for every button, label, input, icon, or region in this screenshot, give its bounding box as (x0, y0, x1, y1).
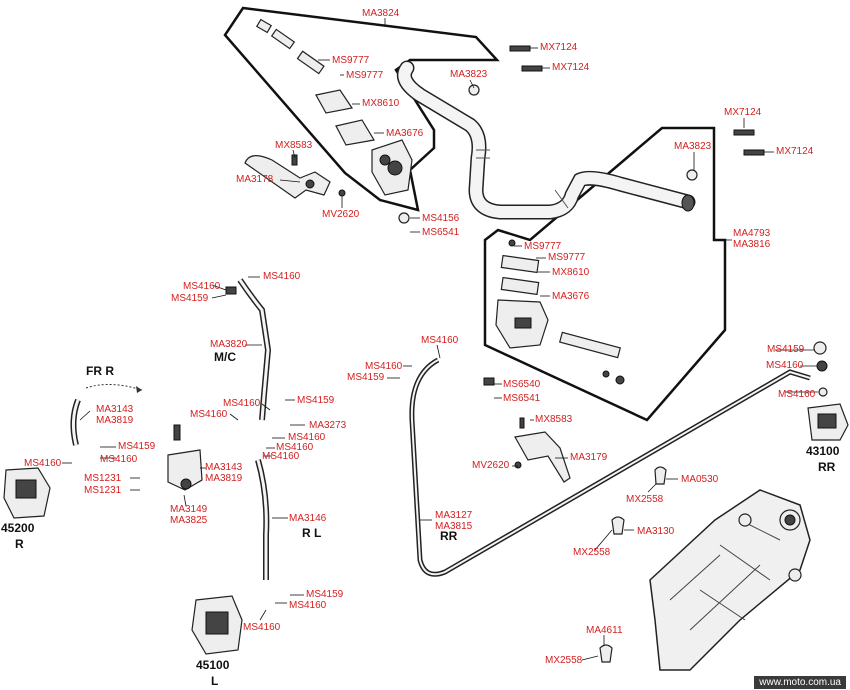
label-ma3815: MA3815 (435, 521, 473, 532)
callout-box-left-master-cylinder (223, 6, 500, 212)
caption-45100: 45100 (196, 658, 230, 672)
label-ms4159: MS4159 (347, 372, 385, 383)
label-ms6541: MS6541 (503, 393, 541, 404)
label-ma3143: MA3143 (96, 404, 134, 415)
caption-45100-sub: L (211, 674, 219, 688)
caption-mc: M/C (214, 350, 236, 364)
bolts-top (398, 45, 765, 224)
brake-hose-front-right (70, 384, 143, 446)
right-brake-lever (483, 377, 571, 483)
label-ma3823: MA3823 (450, 69, 488, 80)
label-ma3143: MA3143 (205, 462, 243, 473)
label-ms4156: MS4156 (422, 213, 460, 224)
label-mx8583: MX8583 (275, 140, 313, 151)
fittings-right (813, 341, 828, 397)
label-ms4160: MS4160 (421, 335, 459, 346)
callout-box-right-master-cylinder (483, 126, 727, 422)
label-ma3824: MA3824 (362, 8, 400, 19)
caption-rl: R L (302, 526, 322, 540)
label-ma3178: MA3178 (236, 174, 274, 185)
label-mx2558: MX2558 (545, 655, 583, 666)
caliper-45200 (3, 467, 51, 519)
label-mx7124: MX7124 (552, 62, 590, 73)
caption-43100: 43100 (806, 444, 840, 458)
caliper-45100 (191, 595, 243, 655)
label-ms4159: MS4159 (118, 441, 156, 452)
label-mx2558: MX2558 (626, 494, 664, 505)
label-mx7124: MX7124 (724, 107, 762, 118)
label-mx8583: MX8583 (535, 414, 573, 425)
caption-43100-sub: RR (818, 460, 836, 474)
caption-fr-r: FR R (86, 364, 114, 378)
right-master-cylinder-parts (495, 239, 625, 385)
brake-hose-rear-left (255, 459, 270, 580)
label-ms4160: MS4160 (183, 281, 221, 292)
label-mx2558: MX2558 (573, 547, 611, 558)
caliper-43100 (807, 403, 849, 441)
brake-line-rear (409, 357, 811, 577)
label-ms9777: MS9777 (524, 241, 562, 252)
label-mx8610: MX8610 (362, 98, 400, 109)
label-mx7124: MX7124 (540, 42, 578, 53)
left-brake-lever (244, 154, 346, 199)
label-ms4159: MS4159 (171, 293, 209, 304)
label-ms4160: MS4160 (100, 454, 138, 465)
label-ms4159: MS4159 (306, 589, 344, 600)
label-ms9777: MS9777 (548, 252, 586, 263)
caption-rr: RR (440, 529, 458, 543)
frame-bracket (649, 489, 811, 671)
label-ma3676: MA3676 (552, 291, 590, 302)
label-ma3823: MA3823 (674, 141, 712, 152)
label-ms6540: MS6540 (503, 379, 541, 390)
label-ma3130: MA3130 (637, 526, 675, 537)
label-ms4160: MS4160 (288, 432, 326, 443)
brake-splitter-block (167, 424, 203, 491)
label-ms4160: MS4160 (223, 398, 261, 409)
label-ms9777: MS9777 (346, 70, 384, 81)
label-ms4160: MS4160 (263, 271, 301, 282)
label-ma3820: MA3820 (210, 339, 248, 350)
label-ms4160: MS4160 (276, 442, 314, 453)
label-mx7124: MX7124 (776, 146, 814, 157)
label-ma3179: MA3179 (570, 452, 608, 463)
label-mx8610: MX8610 (552, 267, 590, 278)
label-ma3819: MA3819 (96, 415, 134, 426)
label-ms4160: MS4160 (24, 458, 62, 469)
label-ma3146: MA3146 (289, 513, 327, 524)
label-ms1231: MS1231 (84, 485, 122, 496)
label-ma3819: MA3819 (205, 473, 243, 484)
leader-lines (62, 18, 818, 661)
label-ms4159: MS4159 (297, 395, 335, 406)
label-ms4160: MS4160 (243, 622, 281, 633)
caption-45200-sub: R (15, 537, 24, 551)
label-ms4160: MS4160 (262, 451, 300, 462)
caption-45200: 45200 (1, 521, 35, 535)
label-ms4160: MS4160 (365, 361, 403, 372)
label-ma3273: MA3273 (309, 420, 347, 431)
watermark: www.moto.com.ua (754, 676, 846, 689)
label-ms4159: MS4159 (767, 344, 805, 355)
label-ma4611: MA4611 (586, 625, 623, 636)
label-ms4160: MS4160 (766, 360, 804, 371)
label-ma4793: MA4793 (733, 228, 771, 239)
label-ms9777: MS9777 (332, 55, 370, 66)
label-ma0530: MA0530 (681, 474, 719, 485)
brake-hose-master (225, 278, 272, 421)
label-ma3149: MA3149 (170, 504, 208, 515)
label-ms4160: MS4160 (778, 389, 816, 400)
label-ms4160: MS4160 (190, 409, 228, 420)
handlebar (396, 60, 696, 220)
label-ms1231: MS1231 (84, 473, 122, 484)
label-ms4160: MS4160 (289, 600, 327, 611)
label-ms6541: MS6541 (422, 227, 460, 238)
label-mv2620: MV2620 (322, 209, 360, 220)
label-mv2620: MV2620 (472, 460, 510, 471)
label-ma3816: MA3816 (733, 239, 771, 250)
label-ma3676: MA3676 (386, 128, 424, 139)
label-ma3825: MA3825 (170, 515, 208, 526)
label-ma3127: MA3127 (435, 510, 473, 521)
left-master-cylinder-parts (255, 18, 413, 196)
hose-clips (599, 466, 667, 663)
